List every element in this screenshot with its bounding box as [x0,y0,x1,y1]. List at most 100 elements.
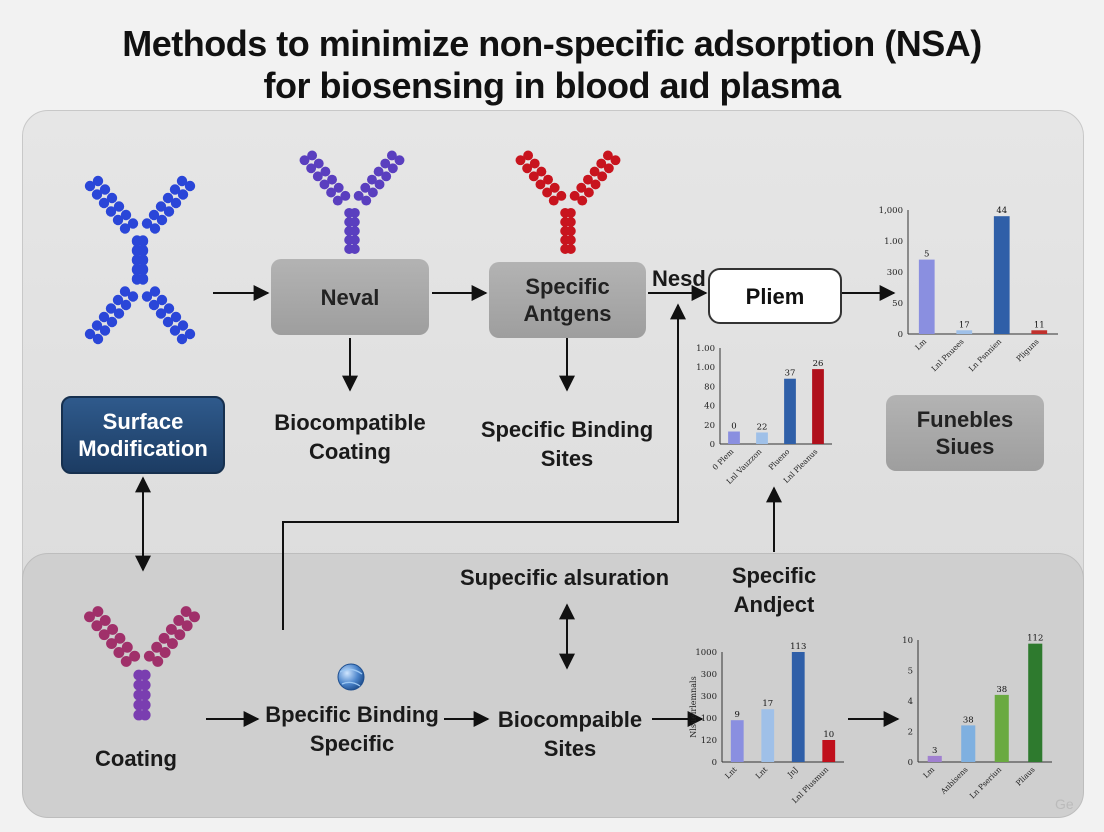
y-tick-label: 100 [701,714,717,724]
biocompaible-sites-label: Biocompaible Sites [497,707,643,761]
data-label: 112 [1027,634,1043,644]
x-tick-label: Ln Pseriun [968,765,1003,800]
x-tick-label: Pliaus [1014,765,1037,788]
top-panel [22,110,1084,622]
x-tick-label: 0 Plem [711,447,736,472]
funebles-siues-label: Funebles Siues [916,407,1014,459]
surface-modification-label: Surface Modification [78,409,208,461]
bar [994,694,1009,762]
antibody-icon [84,606,200,721]
nesd-label: Nesd [652,266,706,291]
data-label: 11 [1034,320,1045,330]
data-label: 26 [813,359,824,369]
data-label: 9 [735,710,740,720]
data-label: 38 [963,715,974,725]
data-label: 5 [924,250,929,260]
data-label: 3 [932,746,937,756]
bar [791,652,805,762]
antibody-icon [299,150,405,254]
x-tick-label: Pliguns [1014,337,1040,363]
data-label: 17 [762,699,773,709]
y-tick-label: 80 [704,382,715,392]
biocompatible-coating-label: Biocompatible Coating [274,410,426,464]
y-tick-label: 120 [701,736,717,746]
y-tick-label: 1.00 [884,237,903,247]
bar [730,720,744,762]
funebles-siues-box: Funebles Siues [886,395,1044,471]
y-tick-label: 4 [908,697,913,707]
x-tick-label: Lnt [723,765,738,780]
x-tick-label: Lm [921,765,936,780]
y-tick-label: 0 [710,440,715,450]
specific-antgens-label: Specific Antgens [523,274,612,326]
x-tick-label: Anbisens [938,765,970,797]
y-axis-label: Nlsuelrlemnals [689,676,698,737]
x-tick-label: JnJ [785,765,800,780]
y-tick-label: 10 [902,636,913,646]
y-tick-label: 300 [887,268,903,278]
x-tick-label: Ln Psnnien [967,337,1003,373]
pliem-label: Pliem [745,283,805,309]
data-label: 44 [996,206,1007,216]
bar [761,709,775,762]
bar [961,725,976,762]
neval-box: Neval [271,259,429,335]
y-tick-label: 300 [701,692,717,702]
data-label: 17 [959,320,970,330]
watermark: Ge [1055,796,1074,812]
y-tick-label: 1.00 [696,363,715,373]
bar [728,431,740,444]
y-tick-label: 1000 [695,648,717,658]
y-tick-label: 1.00 [696,344,715,354]
coating-label: Coating [95,746,177,771]
bar [784,378,796,444]
y-tick-label: 40 [704,402,715,412]
surface-modification-box: Surface Modification [61,396,225,474]
x-tick-label: Lnt [754,765,769,780]
bar [756,432,768,444]
page-title: Methods to minimize non-specific adsorpt… [122,23,982,64]
data-label: 113 [790,642,806,652]
bar [927,755,942,762]
page-subtitle: for biosensing in blood aıd plasma [263,65,841,106]
y-tick-label: 0 [712,758,717,768]
data-label: 0 [731,422,736,432]
specific-binding-sites-label: Specific Binding Sites [480,417,654,471]
bar [1031,330,1048,334]
bar [993,216,1010,334]
y-tick-label: 2 [908,728,913,738]
bar [812,369,824,444]
pliem-box: Pliem [708,268,842,324]
y-tick-label: 0 [908,758,913,768]
x-tick-label: Lnl Pnuees [930,337,966,373]
bottom-panel [22,553,1084,818]
y-tick-label: 5 [908,667,913,677]
y-tick-label: 50 [892,299,903,309]
globe-icon [337,663,365,691]
antibody-icon [515,150,621,254]
data-label: 38 [996,685,1007,695]
y-tick-label: 20 [704,421,715,431]
y-tick-label: 1,000 [879,206,903,216]
bar [956,330,973,334]
data-label: 37 [785,369,796,379]
arrow-icon [282,303,686,630]
supecific-alsuration-label: Supecific alsuration [460,565,670,590]
bar [918,259,935,334]
x-tick-label: Plueno [767,447,792,472]
specific-antgens-box: Specific Antgens [489,262,646,338]
x-tick-label: Lm [913,337,928,352]
bar [822,740,836,762]
y-tick-label: 300 [701,670,717,680]
bpecific-binding-specific-label: Bpecific Binding Specific [265,702,439,756]
bar [1028,643,1043,762]
y-tick-label: 0 [898,330,903,340]
antibody-icon [84,235,196,345]
specific-andject-label: Specific Andject [731,563,817,617]
data-label: 10 [823,730,834,740]
